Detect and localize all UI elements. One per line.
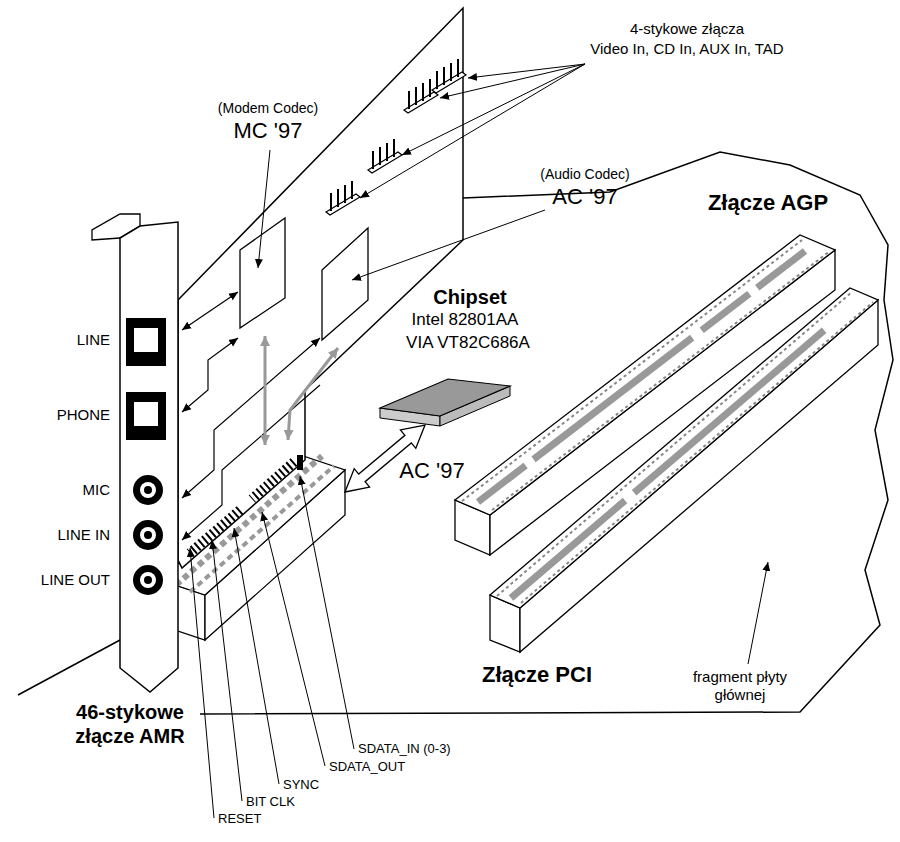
leader-line <box>234 528 279 784</box>
pin-header <box>326 181 360 215</box>
signal-arrow <box>182 385 320 540</box>
audio-codec-chip <box>322 228 368 340</box>
signal-arrow <box>182 338 238 412</box>
leader-line <box>352 210 545 280</box>
leader-line <box>748 562 768 664</box>
chip-name: MC '97 <box>234 118 303 144</box>
leader-line <box>262 512 325 766</box>
port-name: LINE <box>77 331 110 349</box>
signal-name: RESET <box>218 811 261 827</box>
signal-arrow <box>182 292 238 330</box>
port-name: LINE OUT <box>41 571 110 589</box>
pin-header <box>404 79 438 113</box>
leader-line <box>190 548 214 818</box>
signal-arrow <box>182 338 320 498</box>
chip-caption: (Modem Codec) <box>218 100 318 117</box>
edge-fingers <box>252 462 294 499</box>
chip-name: Chipset <box>433 285 506 309</box>
header-caption: Video In, CD In, AUX In, TAD <box>590 40 783 58</box>
data-arrow <box>264 336 267 445</box>
chipset-chip <box>380 379 510 426</box>
pin-header <box>368 139 402 173</box>
pin-header <box>432 59 466 93</box>
data-arrow <box>288 348 338 440</box>
header-caption: 4-stykowe złącza <box>630 20 744 38</box>
port-name: MIC <box>83 481 111 499</box>
leader-line <box>300 476 354 749</box>
region-label: fragment płyty głównej <box>675 668 805 704</box>
card-bracket <box>92 214 178 692</box>
edge-fingers <box>297 455 303 470</box>
leader-line <box>212 540 242 801</box>
modem-codec-chip <box>240 218 285 328</box>
slot-name: 46-stykowe złącze AMR <box>55 700 205 748</box>
signal-name: SDATA_IN (0-3) <box>358 741 451 757</box>
leader-line <box>402 64 585 155</box>
board-outline <box>18 640 120 695</box>
leader-line <box>258 150 270 268</box>
riser-card <box>178 8 463 568</box>
chip-caption: (Audio Codec) <box>540 166 630 183</box>
slot-name: Złącze AGP <box>708 190 828 216</box>
chip-model: VIA VT82C686A <box>406 333 530 353</box>
chip-name: AC '97 <box>552 184 617 210</box>
bus-name: AC '97 <box>399 458 464 484</box>
slot-name: Złącze PCI <box>482 662 592 688</box>
leader-line <box>468 64 585 78</box>
signal-name: BIT CLK <box>246 794 295 810</box>
signal-name: SDATA_OUT <box>329 759 405 775</box>
pci-slot <box>490 288 878 652</box>
edge-fingers <box>190 510 240 553</box>
port-name: LINE IN <box>57 526 110 544</box>
chip-model: Intel 82801AA <box>412 310 519 330</box>
leader-line <box>440 64 585 98</box>
port-name: PHONE <box>57 406 110 424</box>
signal-name: SYNC <box>283 777 319 793</box>
